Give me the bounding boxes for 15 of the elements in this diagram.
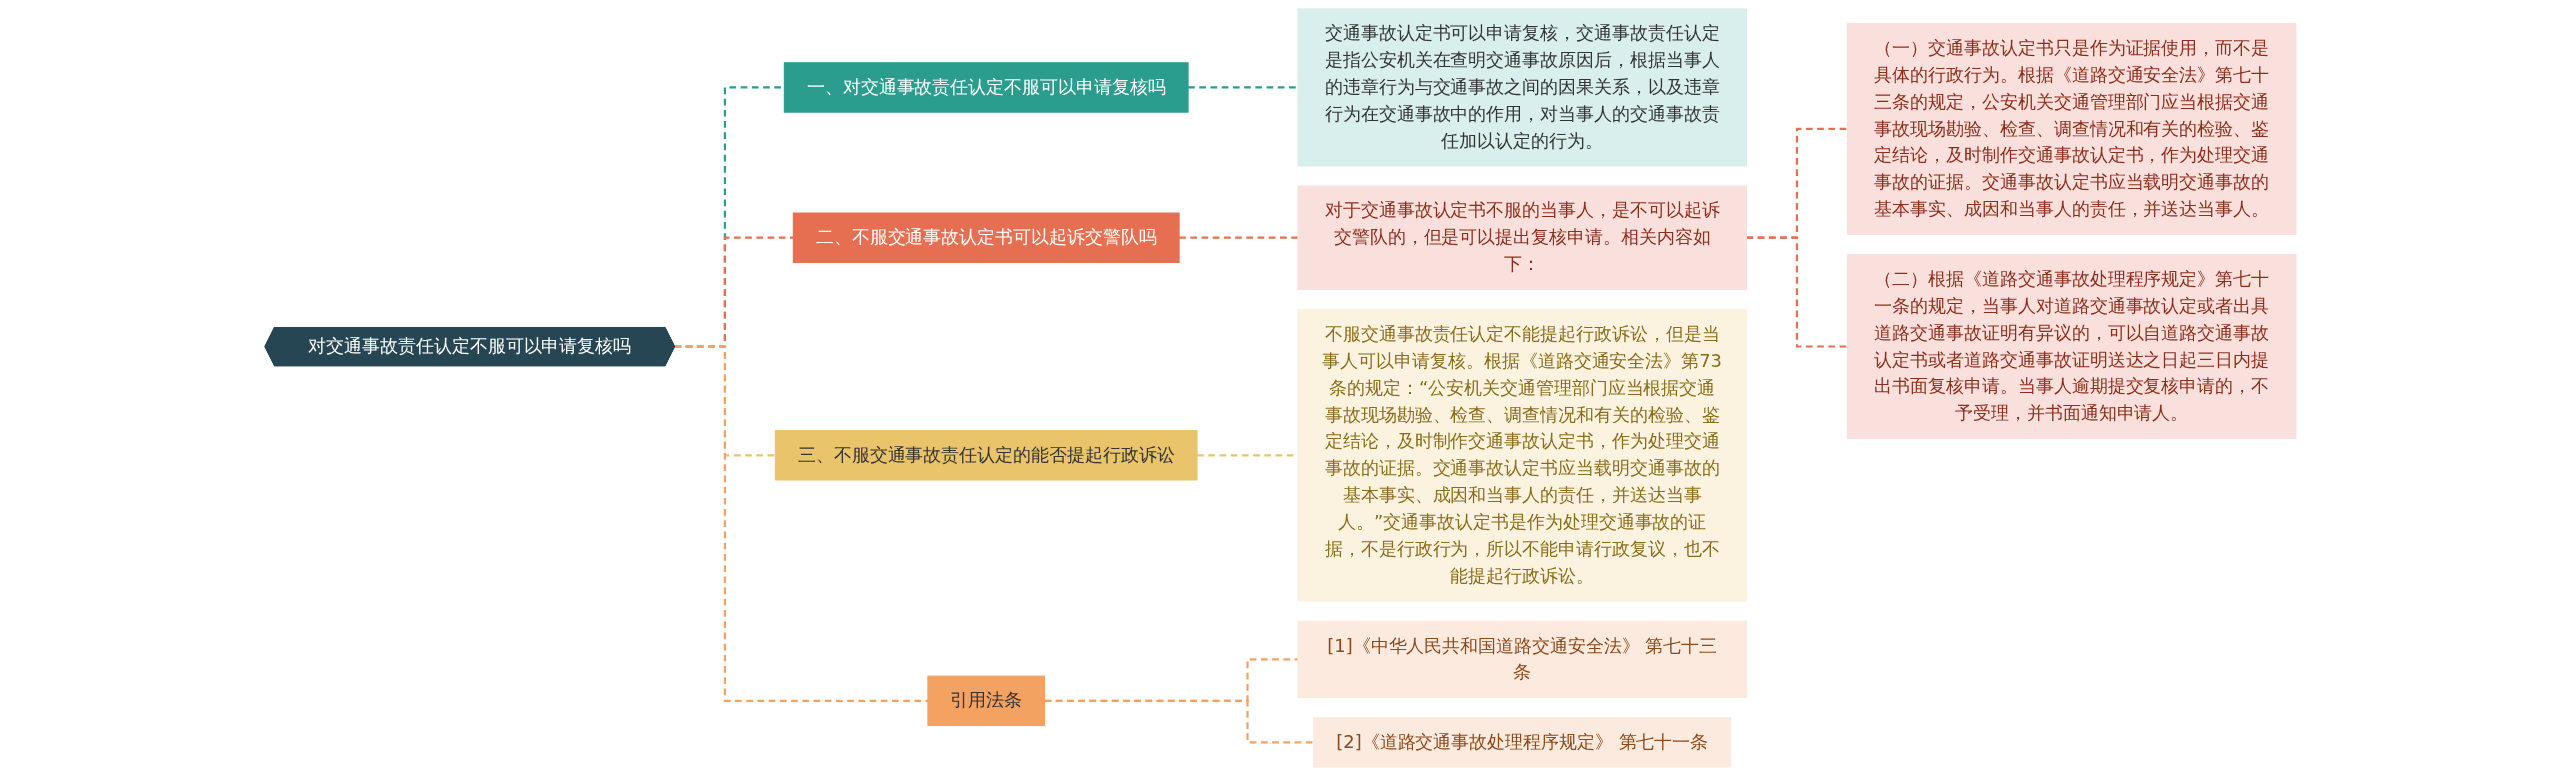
node-box: （二）根据《道路交通事故处理程序规定》第七十一条的规定，当事人对道路交通事故认定或者出具道路交通事故证明有异议的，可以自道路交通事故认定书或者道路交通事故证明送达之日起三日内提出书面复核申请。当事人逾期提交复核申请的，不予受理，并书面通知申请人。 [1846, 254, 2297, 439]
node-box: 不服交通事故责任认定不能提起行政诉讼，但是当事人可以申请复核。根据《道路交通安全法》第73条的规定：“公安机关交通管理部门应当根据交通事故现场勘验、检查、调查情况和有关的检验、鉴定结论，及时制作交通事故认定书，作为处理交通事故的证据。交通事故认定书应当载明交通事故的基本事实、成因和当事人的责任，并送达当事人。”交通事故认定书是作为处理交通事故的证据，不是行政行为，所以不能申请行政复议，也不能提起行政诉讼。 [1296, 308, 1747, 602]
node-box: [1]《中华人民共和国道路交通安全法》 第七十三条 [1296, 620, 1747, 699]
node-box: [2]《道路交通事故处理程序规定》 第七十一条 [1312, 717, 1731, 768]
node-box: 引用法条 [926, 675, 1045, 727]
connector [1746, 236, 1847, 348]
node-box: 一、对交通事故责任认定不服可以申请复核吗 [783, 62, 1189, 113]
connector [1044, 699, 1314, 744]
connector [1178, 236, 1298, 239]
node-box: 交通事故认定书可以申请复核，交通事故责任认定是指公安机关在查明交通事故原因后，根据当事人的违章行为与交通事故之间的因果关系，以及违章行为在交通事故中的作用，对当事人的交通事故责任加以认定的行为。 [1296, 8, 1747, 167]
node-box: 三、不服交通事故责任认定的能否提起行政诉讼 [774, 430, 1198, 481]
node-box: 对于交通事故认定书不服的当事人，是不可以起诉交警队的，但是可以提出复核申请。相关内容如下： [1296, 185, 1747, 290]
connector [1187, 86, 1298, 89]
node-box: （一）交通事故认定书只是作为证据使用，而不是具体的行政行为。根据《道路交通安全法》第七十三条的规定，公安机关交通管理部门应当根据交通事故现场勘验、检查、调查情况和有关的检验、鉴定结论，及时制作交通事故认定书，作为处理交通事故的证据。交通事故认定书应当载明交通事故的基本事实、成因和当事人的责任，并送达当事人。 [1846, 23, 2297, 235]
node-box: 二、不服交通事故认定书可以起诉交警队吗 [792, 212, 1180, 263]
